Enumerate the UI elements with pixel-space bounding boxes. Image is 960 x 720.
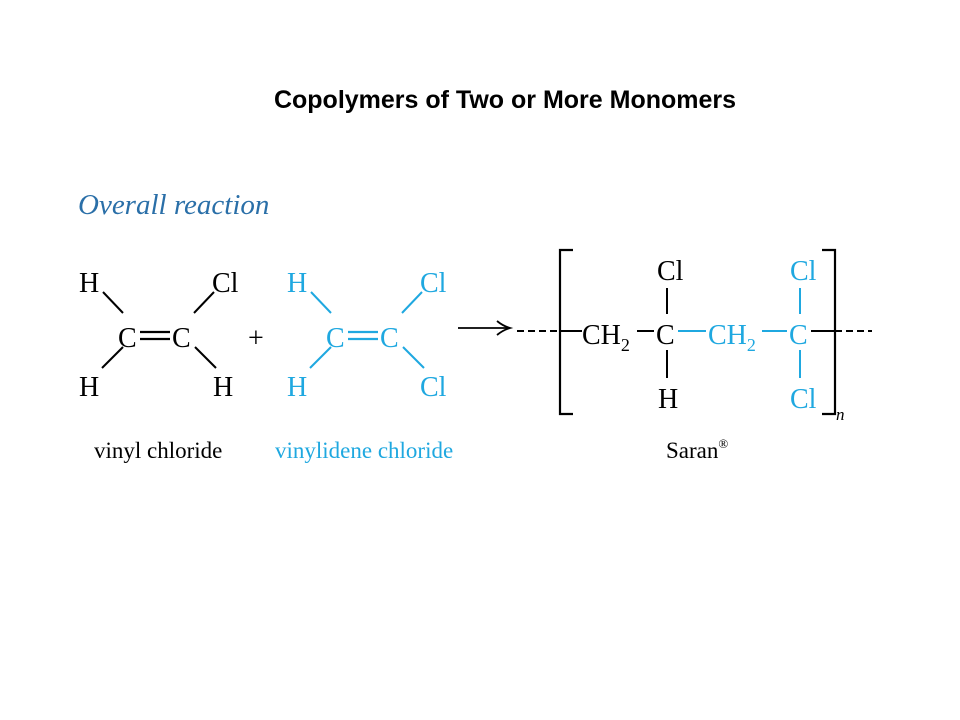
single-bond (194, 346, 217, 369)
atom-cl: Cl (420, 268, 447, 299)
left-bracket (558, 248, 573, 416)
atom-cl: Cl (790, 384, 817, 415)
single-bond (309, 346, 332, 369)
plus-sign: + (248, 323, 264, 354)
atom-h: H (79, 372, 99, 403)
atom-c: C (656, 320, 675, 351)
single-bond (102, 291, 124, 314)
atom-c: C (789, 320, 808, 351)
vinyl-chloride-structure: H Cl C C H H (79, 268, 239, 403)
atom-c: C (380, 323, 399, 354)
group-ch2: CH2 (582, 320, 630, 355)
atom-h: H (287, 268, 307, 299)
atom-h: H (287, 372, 307, 403)
caption-saran: Saran® (666, 436, 728, 463)
single-bond (193, 291, 215, 314)
group-ch2: CH2 (708, 320, 756, 355)
section-heading: Overall reaction (78, 189, 270, 221)
caption-vinylidene-chloride: vinylidene chloride (275, 438, 453, 463)
caption-vinyl-chloride: vinyl chloride (94, 438, 222, 463)
atom-cl: Cl (212, 268, 239, 299)
repeat-subscript: n (836, 405, 845, 424)
slide-title: Copolymers of Two or More Monomers (273, 86, 737, 114)
single-bond (402, 346, 425, 369)
saran-structure: n CH2 C Cl H CH2 C Cl Cl (517, 248, 872, 424)
single-bond (401, 291, 423, 314)
vinylidene-chloride-structure: H Cl C C H Cl (287, 268, 447, 403)
atom-h: H (658, 384, 678, 415)
atom-c: C (326, 323, 345, 354)
single-bond (310, 291, 332, 314)
atom-h: H (213, 372, 233, 403)
atom-cl: Cl (790, 256, 817, 287)
atom-h: H (79, 268, 99, 299)
atom-cl: Cl (657, 256, 684, 287)
reaction-arrow (458, 320, 514, 336)
atom-c: C (118, 323, 137, 354)
atom-c: C (172, 323, 191, 354)
single-bond (101, 346, 124, 369)
atom-cl: Cl (420, 372, 447, 403)
